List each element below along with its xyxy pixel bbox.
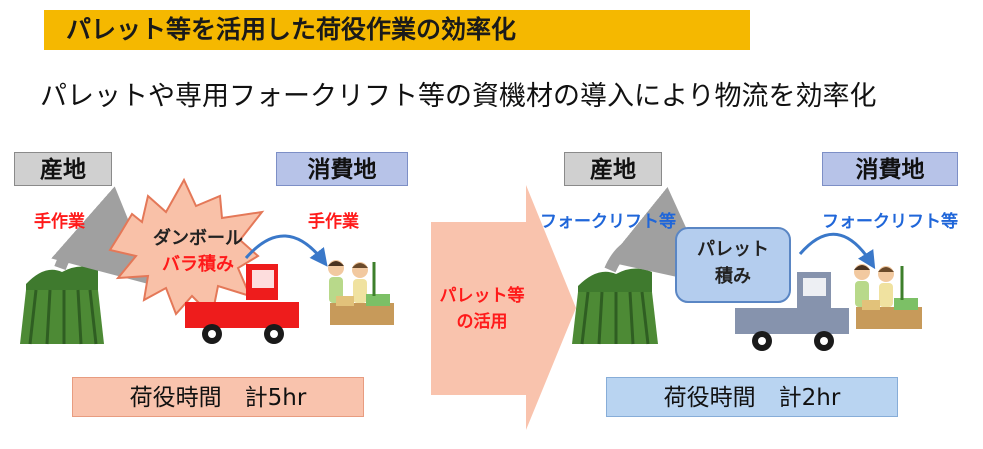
origin-box-before: 産地: [14, 152, 112, 186]
subtitle: パレットや専用フォークリフト等の資機材の導入により物流を効率化: [40, 81, 877, 112]
destination-box-before: 消費地: [276, 152, 408, 186]
farm-field-icon: [20, 266, 104, 345]
people-with-produce-icon: [854, 264, 922, 329]
truck-icon: [185, 264, 299, 344]
curved-arrow-icon: [51, 186, 156, 286]
middle-arrow-label: パレット等 の活用: [436, 283, 528, 335]
handling-time-after: 荷役時間 計2hr: [606, 377, 898, 417]
middle-arrow-line2: の活用: [456, 312, 508, 332]
curved-arrow-icon: [244, 234, 328, 267]
curved-arrow-icon: [798, 232, 876, 270]
cargo-line1-before: ダンボール: [153, 228, 243, 249]
cargo-line2-after: 積み: [715, 266, 751, 287]
load-method-label-after: フォークリフト等: [540, 212, 676, 232]
load-method-label-before: 手作業: [34, 212, 85, 232]
destination-box-after: 消費地: [822, 152, 958, 186]
cargo-label-after: パレット 積み: [676, 236, 790, 290]
pallet-cargo-box: [675, 227, 791, 303]
starburst-icon: [108, 177, 265, 319]
cargo-line2-before: バラ積み: [162, 254, 234, 275]
unload-method-label-before: 手作業: [308, 212, 359, 232]
people-with-produce-icon: [328, 260, 394, 325]
curved-arrow-icon: [604, 186, 713, 285]
truck-icon: [735, 272, 849, 351]
page-title: パレット等を活用した荷役作業の効率化: [44, 10, 750, 50]
cargo-label-before: ダンボール バラ積み: [148, 226, 248, 278]
unload-method-label-after: フォークリフト等: [822, 212, 958, 232]
cargo-line1-after: パレット: [697, 239, 769, 260]
origin-box-after: 産地: [564, 152, 662, 186]
farm-field-icon: [572, 268, 658, 345]
handling-time-before: 荷役時間 計5hr: [72, 377, 364, 417]
big-right-arrow-icon: [431, 185, 576, 430]
middle-arrow-line1: パレット等: [439, 286, 525, 306]
